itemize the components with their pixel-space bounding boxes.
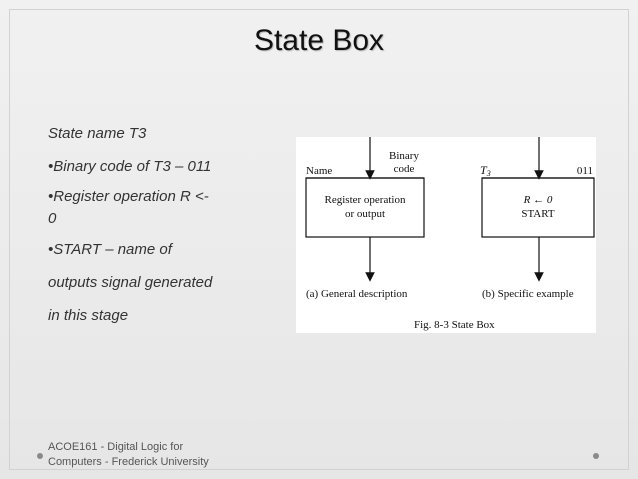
specific-box-line2: START xyxy=(521,208,555,220)
bullet-start-output: •START – name of xyxy=(48,241,172,258)
state-box-diagram: Name Binary code Register operation or o… xyxy=(305,137,595,331)
footer-right-dot xyxy=(593,453,599,459)
footer-left-dot xyxy=(37,453,43,459)
general-box-line1: Register operation xyxy=(325,194,406,206)
specific-state-box xyxy=(481,177,595,238)
bullet-register-operation: •Register operation R <- xyxy=(48,188,209,205)
general-caption: (a) General description xyxy=(306,288,408,300)
state-box-figure: Name Binary code Register operation or o… xyxy=(296,137,596,333)
footer-line-1: ACOE161 - Digital Logic for xyxy=(48,441,184,453)
specific-caption: (b) Specific example xyxy=(482,288,574,300)
bullet-binary-code: •Binary code of T3 – 011 xyxy=(48,158,212,175)
slide-footer: ACOE161 - Digital Logic for Computers - … xyxy=(48,440,268,470)
bullet-start-output-cont1: outputs signal generated xyxy=(48,274,213,291)
bullet-register-operation-cont: 0 xyxy=(48,210,57,227)
bullet-state-name: State name T3 xyxy=(48,125,147,142)
bullet-list: State name T3 •Binary code of T3 – 011 •… xyxy=(48,120,263,329)
specific-box-line1: R ← 0 xyxy=(523,194,553,206)
figure-caption: Fig. 8-3 State Box xyxy=(414,319,495,331)
specific-name-label: T3 xyxy=(480,163,491,178)
general-name-label: Name xyxy=(306,165,332,177)
bullet-start-output-cont2: in this stage xyxy=(48,307,129,324)
general-box-line2: or output xyxy=(345,208,385,220)
general-code-label-2: code xyxy=(394,163,415,175)
slide-frame xyxy=(9,9,629,470)
slide-title: State Box xyxy=(253,24,385,57)
specific-code-label: 011 xyxy=(577,165,593,177)
general-code-label-1: Binary xyxy=(389,150,419,162)
footer-line-2: Computers - Frederick University xyxy=(48,456,209,468)
general-state-box xyxy=(305,177,425,238)
